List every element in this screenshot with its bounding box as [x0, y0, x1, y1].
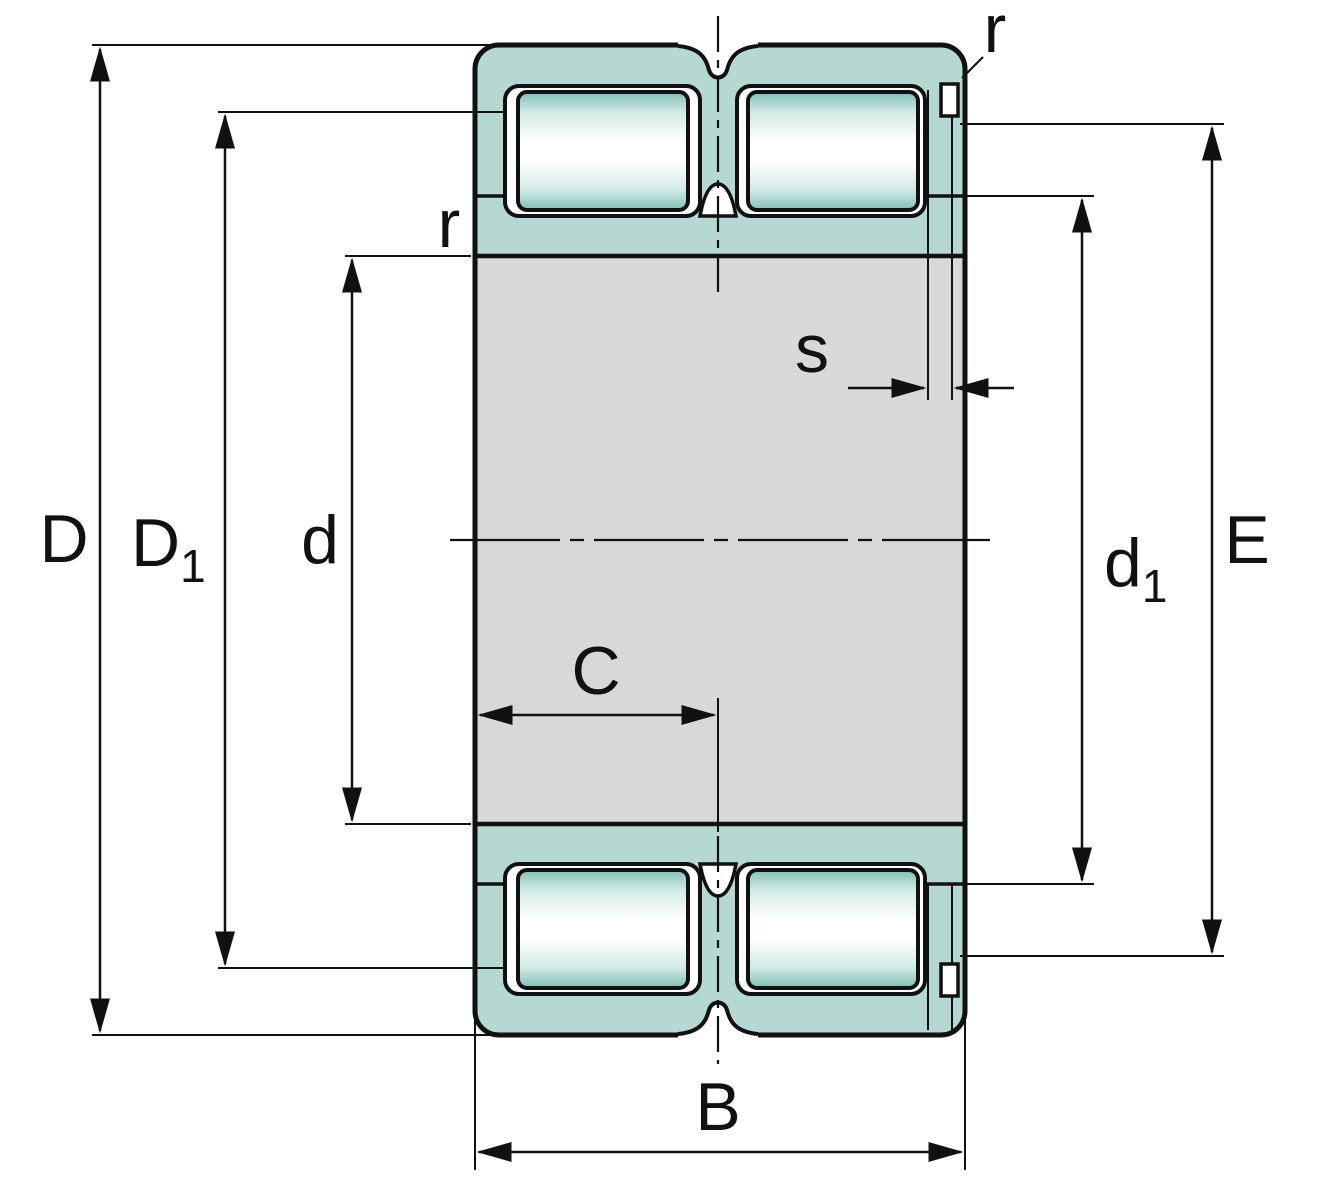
- radius-label-right: r: [984, 0, 1007, 67]
- radius-annotations: r r: [438, 0, 1007, 262]
- dim-d: d: [301, 255, 471, 825]
- snap-ring-bottom: [927, 884, 960, 1030]
- top-left-roller: [516, 90, 690, 212]
- dim-d1-label: d1: [1104, 525, 1167, 612]
- radius-label-left: r: [438, 186, 461, 262]
- dim-d1: d1: [967, 195, 1167, 885]
- dim-D: D: [39, 44, 500, 1036]
- dim-s-label: s: [795, 311, 829, 387]
- dim-D1-label: D1: [131, 505, 206, 592]
- top-groove-cut: [678, 40, 758, 78]
- dim-D1: D1: [131, 111, 503, 969]
- top-roller-row: [477, 84, 963, 218]
- dim-d-label: d: [301, 502, 339, 578]
- dim-C-label: C: [571, 633, 620, 709]
- dim-B: B: [474, 1015, 966, 1170]
- snap-ring-top: [927, 82, 960, 400]
- bottom-right-roller: [746, 868, 920, 990]
- top-right-roller: [746, 90, 920, 212]
- dim-E: E: [960, 123, 1270, 957]
- centerlines: [450, 16, 990, 1064]
- snap-ring-bottom-section: [939, 962, 960, 998]
- dim-s: s: [795, 311, 1014, 398]
- dim-E-label: E: [1224, 502, 1269, 578]
- dim-D-label: D: [39, 501, 88, 577]
- snap-ring-top-section: [939, 82, 960, 118]
- bottom-roller-row: [477, 862, 963, 996]
- dim-C: C: [477, 633, 717, 725]
- radius-leader-right: [961, 56, 984, 79]
- bottom-left-roller: [516, 868, 690, 990]
- dim-B-label: B: [695, 1069, 740, 1145]
